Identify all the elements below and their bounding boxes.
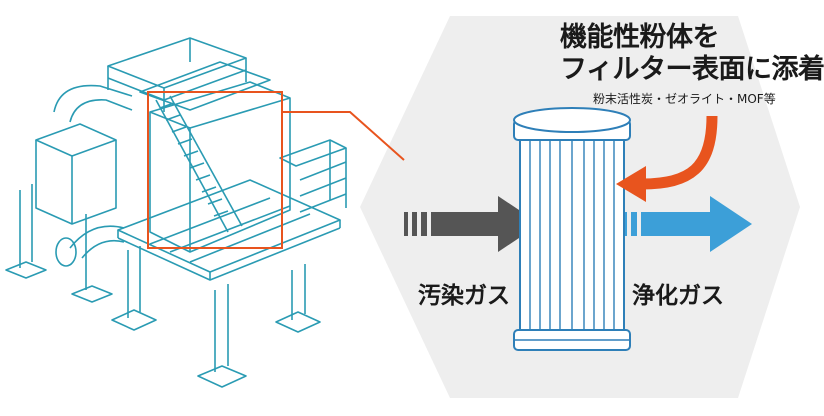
leader-line (282, 111, 405, 161)
structure-staircase (155, 95, 243, 233)
structure-housing (139, 61, 291, 253)
highlight-box (147, 91, 283, 249)
powder-coating-arrow (616, 115, 718, 202)
structure-legs (111, 246, 321, 388)
baghouse-structure-icon (5, 37, 347, 388)
headline: 機能性粉体を フィルター表面に添着 (560, 22, 824, 86)
structure-left-unit (5, 123, 117, 303)
structure-duct (53, 84, 133, 267)
structure-handrail-side (279, 139, 347, 213)
inlet-gas-label: 汚染ガス (418, 283, 510, 309)
structure-handrail-top (107, 37, 247, 112)
headline-line2: フィルター表面に添着 (560, 54, 824, 85)
structure-platform (117, 179, 341, 281)
bag-filter-icon (513, 107, 631, 351)
outlet-gas-label: 浄化ガス (632, 283, 724, 309)
subcaption: 粉末活性炭・ゼオライト・MOF等 (593, 92, 776, 106)
headline-line1: 機能性粉体を (560, 22, 720, 53)
